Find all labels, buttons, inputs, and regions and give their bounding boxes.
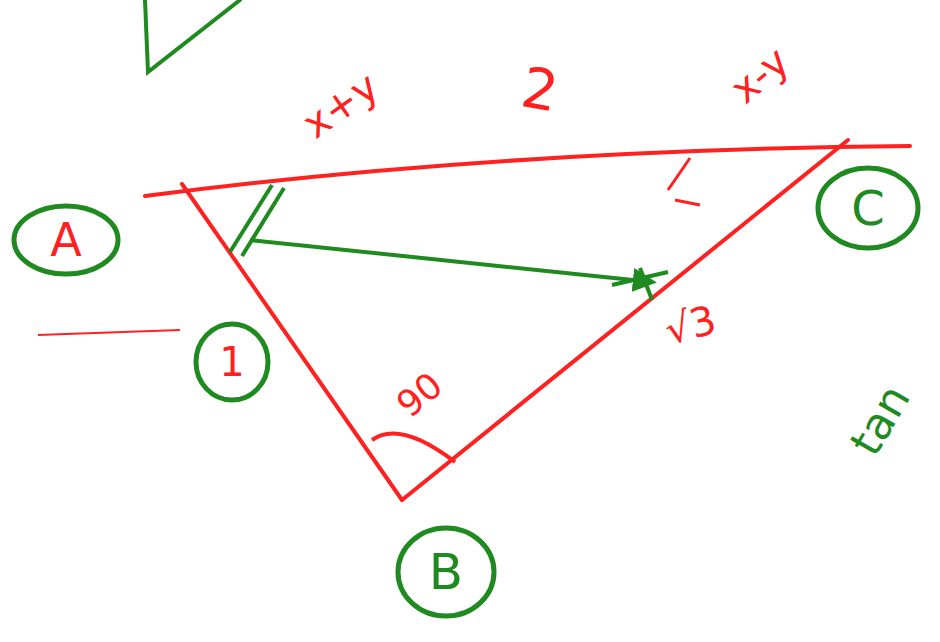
side-bc xyxy=(402,140,848,500)
number-circle xyxy=(196,324,268,400)
side-length: 1 xyxy=(219,342,244,382)
vertex-letter: B xyxy=(429,547,463,597)
note-text: tan xyxy=(843,378,917,462)
green-arrow xyxy=(250,240,652,282)
side-ac xyxy=(145,146,910,196)
side-length: √3 xyxy=(660,299,720,351)
vertex-letter: C xyxy=(851,184,885,232)
angle-arc xyxy=(372,434,455,462)
side-ab xyxy=(182,184,402,500)
vertex-letter: A xyxy=(50,217,81,263)
angle-mark xyxy=(230,185,284,256)
point-mark xyxy=(612,268,668,300)
side-value: 2 xyxy=(518,59,563,120)
letter-circle xyxy=(14,206,118,274)
letter-circle xyxy=(818,168,918,248)
tick-line xyxy=(38,330,180,335)
angle-mark xyxy=(668,158,700,205)
letter-circle xyxy=(398,528,494,616)
side-expression: x+y xyxy=(295,65,384,144)
angle-value: 90 xyxy=(391,366,449,423)
side-expression: x-y xyxy=(724,40,797,110)
fragment-stroke xyxy=(145,0,240,72)
